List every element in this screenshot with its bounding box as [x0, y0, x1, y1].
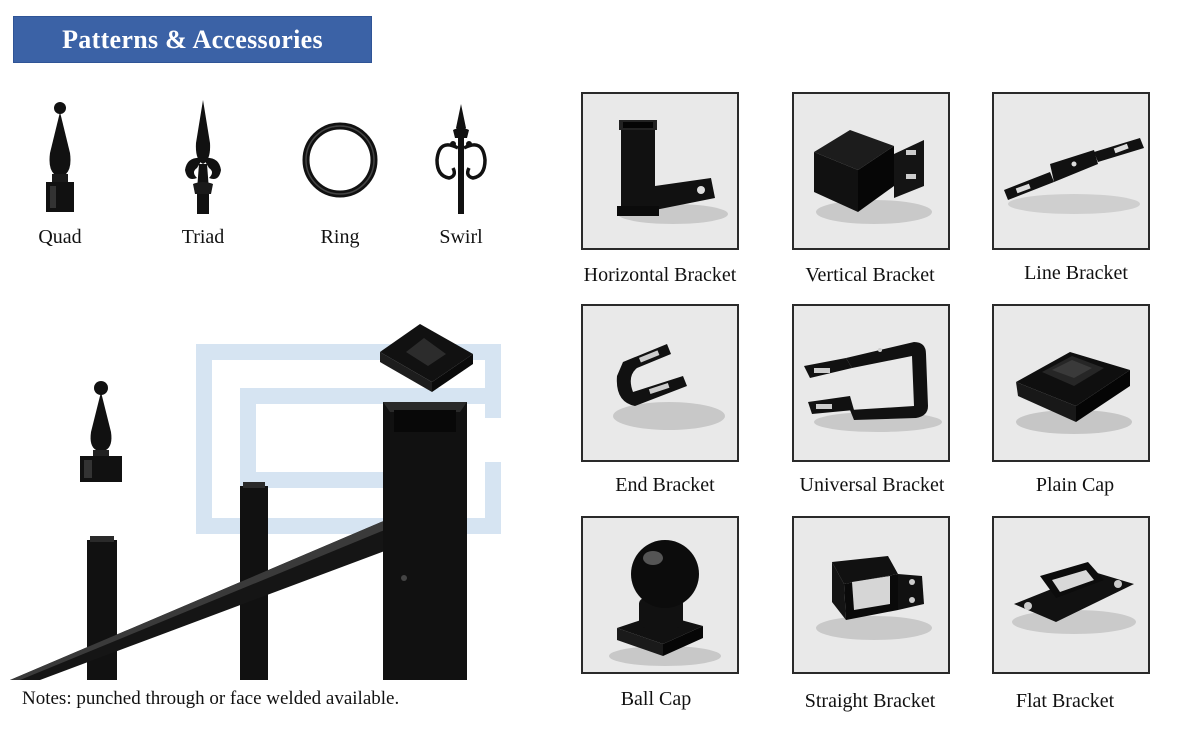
quad-finial-icon — [46, 102, 74, 212]
fence-illustration — [10, 324, 501, 680]
tile-end-bracket — [581, 304, 739, 462]
pattern-triad: Triad — [143, 98, 263, 258]
swirl-finial-icon — [435, 104, 487, 214]
accessory-label: Ball Cap — [620, 688, 692, 710]
tile-flat-bracket — [992, 516, 1150, 674]
section-title: Patterns & Accessories — [62, 24, 323, 54]
tile-horizontal-bracket — [581, 92, 739, 250]
pattern-label: Swirl — [439, 226, 483, 248]
flat-bracket-icon — [1012, 562, 1136, 634]
end-bracket-icon — [613, 344, 725, 430]
tile-vertical-bracket — [792, 92, 950, 250]
line-bracket-icon — [1004, 138, 1144, 214]
horizontal-bracket-icon — [617, 120, 728, 224]
ball-cap-icon — [609, 540, 721, 666]
triad-finial-icon — [185, 100, 221, 214]
spear-finial-icon — [80, 381, 122, 482]
vertical-bracket-icon — [814, 130, 932, 224]
ring-icon — [302, 122, 378, 198]
accessory-label: Vertical Bracket — [805, 264, 935, 286]
accessory-label: End Bracket — [615, 474, 715, 496]
plain-cap-icon — [1016, 352, 1132, 434]
accessory-label: Line Bracket — [1024, 262, 1128, 284]
note-text: Notes: punched through or face welded av… — [22, 688, 400, 709]
pattern-label: Triad — [181, 226, 225, 248]
tile-straight-bracket — [792, 516, 950, 674]
pattern-ring: Ring — [280, 98, 400, 258]
pattern-swirl: Swirl — [401, 98, 521, 258]
accessory-label: Flat Bracket — [1015, 690, 1115, 712]
tile-universal-bracket — [792, 304, 950, 462]
pattern-label: Quad — [38, 226, 82, 248]
section-header-banner: Patterns & Accessories — [13, 16, 372, 63]
universal-bracket-icon — [804, 342, 942, 432]
straight-bracket-icon — [816, 556, 932, 640]
accessory-label: Plain Cap — [1035, 474, 1115, 496]
pattern-quad: Quad — [0, 98, 120, 258]
tile-line-bracket — [992, 92, 1150, 250]
tile-plain-cap — [992, 304, 1150, 462]
accessory-label: Horizontal Bracket — [583, 264, 737, 286]
tile-ball-cap — [581, 516, 739, 674]
accessory-label: Straight Bracket — [804, 690, 936, 712]
pattern-label: Ring — [320, 226, 360, 248]
post — [383, 402, 467, 680]
accessory-label: Universal Bracket — [799, 474, 945, 496]
post-cap-icon — [380, 324, 473, 392]
